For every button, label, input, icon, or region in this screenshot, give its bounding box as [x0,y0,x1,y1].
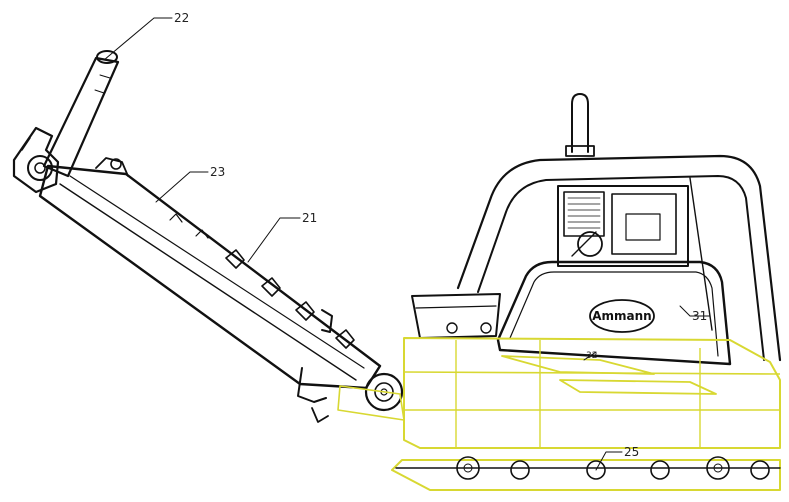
callouts: 22 23 21 31 32 25 [103,11,711,471]
engine-cover: Ammann [496,260,732,366]
callout-31: 31 [679,305,711,323]
lifting-eye [565,93,595,157]
bottom-plate [391,456,781,491]
plate-rollers [456,456,770,480]
callout-32-label: 32 [586,351,597,361]
callout-22: 22 [103,11,189,61]
handle-assembly [12,50,404,423]
callout-32: 32 [583,351,597,361]
brand-logo-text: Ammann [592,309,651,323]
callout-21: 21 [247,211,317,263]
callout-21-label: 21 [302,211,317,225]
callout-31-label: 31 [692,309,707,323]
chassis-rail [411,293,501,339]
engine-assembly: Ammann [411,93,782,366]
handle-shaft [38,157,382,390]
callout-25-label: 25 [624,445,639,459]
protection-frame [456,154,782,362]
base-plate-highlighted [337,337,781,449]
callout-23-label: 23 [210,165,225,179]
callout-23: 23 [155,165,225,203]
brand-logo: Ammann [589,299,655,333]
callout-25: 25 [595,445,639,471]
callout-22-label: 22 [174,11,189,25]
handle-head [12,126,60,194]
handle-bracket [297,309,333,423]
handle-grip [42,50,120,178]
engine-block [557,185,689,267]
